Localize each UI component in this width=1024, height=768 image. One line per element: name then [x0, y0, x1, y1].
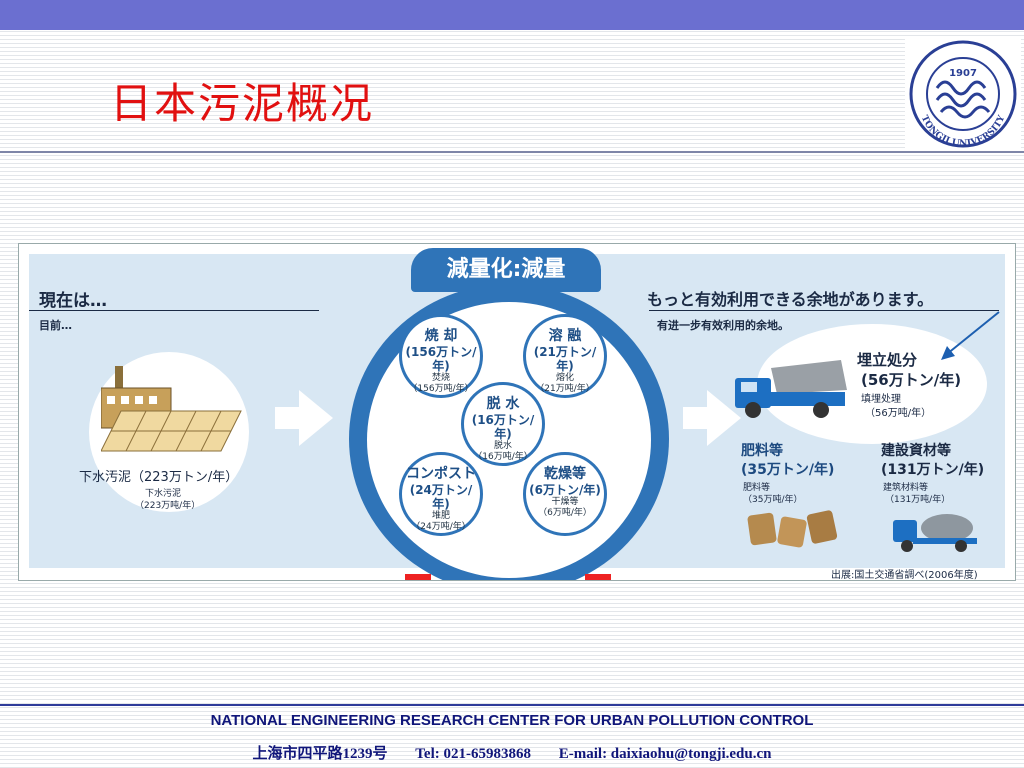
reduction-banner: 減量化:減量: [411, 248, 601, 292]
logo-year: 1907: [949, 68, 977, 79]
circle-drying-zh: 干燥等: [551, 497, 579, 507]
fertilizer-value-ja: (35万トン/年): [741, 462, 835, 478]
factory-icon: [100, 366, 251, 460]
left-heading-zh: 目前…: [39, 319, 72, 332]
circle-incineration: 焼 却 (156万トン/年) 焚烧 （156万吨/年）: [399, 314, 483, 398]
circle-compost-title: コンポスト: [406, 466, 476, 482]
pointer-arrow-icon: [941, 311, 1000, 360]
circle-dewatering: 脱 水 (16万トン/年) 脱水 （16万吨/年）: [461, 382, 545, 466]
tongji-logo: 1907 TONGJI UNIVERSITY: [905, 38, 1021, 150]
landfill-value-zh: （56万吨/年）: [865, 408, 932, 419]
right-heading-ja: もっと有効利用できる余地があります。: [647, 290, 934, 309]
circle-compost-zh: 堆肥: [431, 511, 450, 521]
footer-center-name: NATIONAL ENGINEERING RESEARCH CENTER FOR…: [210, 712, 814, 729]
circle-dewatering-ja: (16万トン/年): [471, 413, 535, 441]
construction-value-ja: (131万トン/年): [881, 462, 985, 478]
arrow-left-icon: [299, 390, 333, 446]
fertilizer-value-zh: （35万吨/年）: [743, 495, 803, 505]
right-heading-zh: 有进一步有效利用的余地。: [657, 319, 789, 332]
circle-compost-zh-value: （24万吨/年）: [411, 522, 471, 532]
circle-melting: 溶 融 (21万トン/年) 熔化 （21万吨/年）: [523, 314, 607, 398]
footer-tel: Tel: 021-65983868: [415, 746, 531, 762]
circle-incineration-zh: 焚烧: [431, 373, 450, 383]
mixer-truck-icon: [891, 506, 981, 558]
construction-label-ja: 建設資材等: [881, 443, 951, 459]
circle-dewatering-title: 脱 水: [486, 396, 520, 412]
construction-label-zh: 建筑材料等: [883, 483, 929, 493]
construction-value-zh: （131万吨/年）: [885, 495, 951, 505]
landfill-label-ja: 埋立処分: [857, 351, 918, 369]
circle-drying-title: 乾燥等: [544, 466, 586, 482]
source-note: 出展:国土交通省調べ(2006年度): [831, 570, 978, 581]
red-tab-left: [405, 574, 431, 580]
landfill-value-ja: (56万トン/年): [861, 371, 962, 389]
circle-compost-ja: (24万トン/年): [409, 483, 473, 511]
header-divider: [0, 151, 1024, 153]
arrow-right-body: [683, 407, 709, 429]
sludge-value-zh: （223万吨/年）: [135, 501, 201, 511]
sludge-label-zh: 下水污泥: [145, 489, 182, 499]
fertilizer-label-zh: 肥料等: [743, 483, 771, 493]
sludge-label-ja: 下水汚泥（223万トン/年）: [79, 470, 239, 485]
circle-dewatering-zh: 脱水: [493, 441, 512, 451]
right-heading-rule: [649, 310, 999, 311]
circle-incineration-title: 焼 却: [424, 328, 458, 344]
circle-melting-zh: 熔化: [555, 373, 574, 383]
circle-compost: コンポスト (24万トン/年) 堆肥 （24万吨/年）: [399, 452, 483, 536]
circle-incineration-zh-value: （156万吨/年）: [408, 384, 474, 394]
circle-melting-zh-value: （21万吨/年）: [535, 384, 595, 394]
landfill-label-zh: 填埋处理: [861, 394, 901, 405]
footer-divider: [0, 704, 1024, 706]
circle-melting-title: 溶 融: [548, 328, 582, 344]
circle-dewatering-zh-value: （16万吨/年）: [473, 452, 533, 462]
footer-email: E-mail: daixiaohu@tongji.edu.cn: [558, 746, 772, 762]
fertilizer-bags-icon: [745, 506, 845, 554]
footer-contact: 上海市四平路1239号 Tel: 021-65983868 E-mail: da…: [0, 742, 1024, 763]
fertilizer-label-ja: 肥料等: [741, 443, 783, 459]
red-tab-right: [585, 574, 611, 580]
arrow-left-body: [275, 407, 301, 429]
circle-drying-ja: (6万トン/年): [529, 483, 601, 497]
circle-melting-ja: (21万トン/年): [533, 345, 597, 373]
sludge-figure: 現在は… 目前… 下水汚泥（223万トン/年） 下水污泥 （223万吨/年） 減…: [18, 243, 1016, 581]
dump-truck-icon: [731, 360, 851, 424]
circle-drying-zh-value: （6万吨/年）: [538, 508, 592, 518]
top-color-bar: [0, 0, 1024, 30]
footer-address: 上海市四平路1239号: [252, 746, 388, 762]
circle-drying: 乾燥等 (6万トン/年) 干燥等 （6万吨/年）: [523, 452, 607, 536]
slide-title: 日本污泥概况: [110, 79, 375, 128]
left-heading-rule: [29, 310, 319, 311]
circle-incineration-ja: (156万トン/年): [405, 345, 477, 373]
left-heading-ja: 現在は…: [39, 291, 107, 311]
